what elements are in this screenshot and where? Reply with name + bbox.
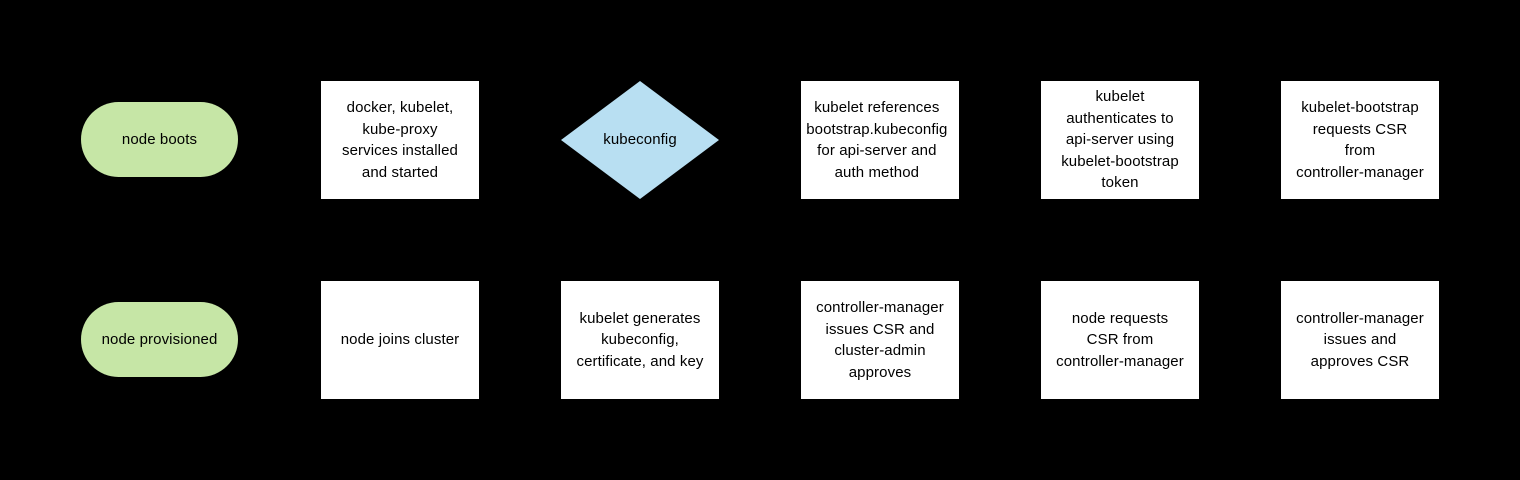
flow-node-kubeconfig-decision: kubeconfig xyxy=(561,81,719,199)
flow-node-label: controller-manager issues and approves C… xyxy=(1296,309,1424,370)
flow-node-services-installed: docker, kubelet, kube-proxy services ins… xyxy=(321,81,479,199)
flow-node-cm-issues-approves-csr: controller-manager issues and approves C… xyxy=(1281,281,1439,399)
flow-node-label: controller-manager issues CSR and cluste… xyxy=(816,299,944,381)
flow-node-node-provisioned: node provisioned xyxy=(81,302,238,377)
flow-node-kubelet-references-bootstrap: kubelet references bootstrap.kubeconfig … xyxy=(801,81,959,199)
flow-node-label: node joins cluster xyxy=(340,331,460,349)
flow-node-label: kubelet references bootstrap.kubeconfig … xyxy=(806,99,948,181)
flow-node-label: node requests CSR from controller-manage… xyxy=(1056,309,1184,370)
flow-node-label: docker, kubelet, kube-proxy services ins… xyxy=(341,99,458,181)
flow-node-cm-issues-csr-cluster-admin: controller-manager issues CSR and cluste… xyxy=(801,281,959,399)
flow-node-label: kubelet generates kubeconfig, certificat… xyxy=(576,309,704,370)
flow-node-label: kubelet authenticates to api-server usin… xyxy=(1061,88,1179,192)
flow-node-kubelet-generates: kubelet generates kubeconfig, certificat… xyxy=(561,281,719,399)
flow-node-node-joins-cluster: node joins cluster xyxy=(321,281,479,399)
flow-node-label: node provisioned xyxy=(101,330,218,348)
flow-node-bootstrap-requests-csr: kubelet-bootstrap requests CSR from cont… xyxy=(1281,81,1439,199)
flow-node-node-boots: node boots xyxy=(81,102,238,177)
flow-node-node-requests-csr: node requests CSR from controller-manage… xyxy=(1041,281,1199,399)
flow-node-label: kubelet-bootstrap requests CSR from cont… xyxy=(1296,99,1424,181)
flow-node-label: node boots xyxy=(121,130,198,148)
flow-node-kubelet-authenticates: kubelet authenticates to api-server usin… xyxy=(1041,81,1199,199)
flow-node-label: kubeconfig xyxy=(603,131,677,149)
